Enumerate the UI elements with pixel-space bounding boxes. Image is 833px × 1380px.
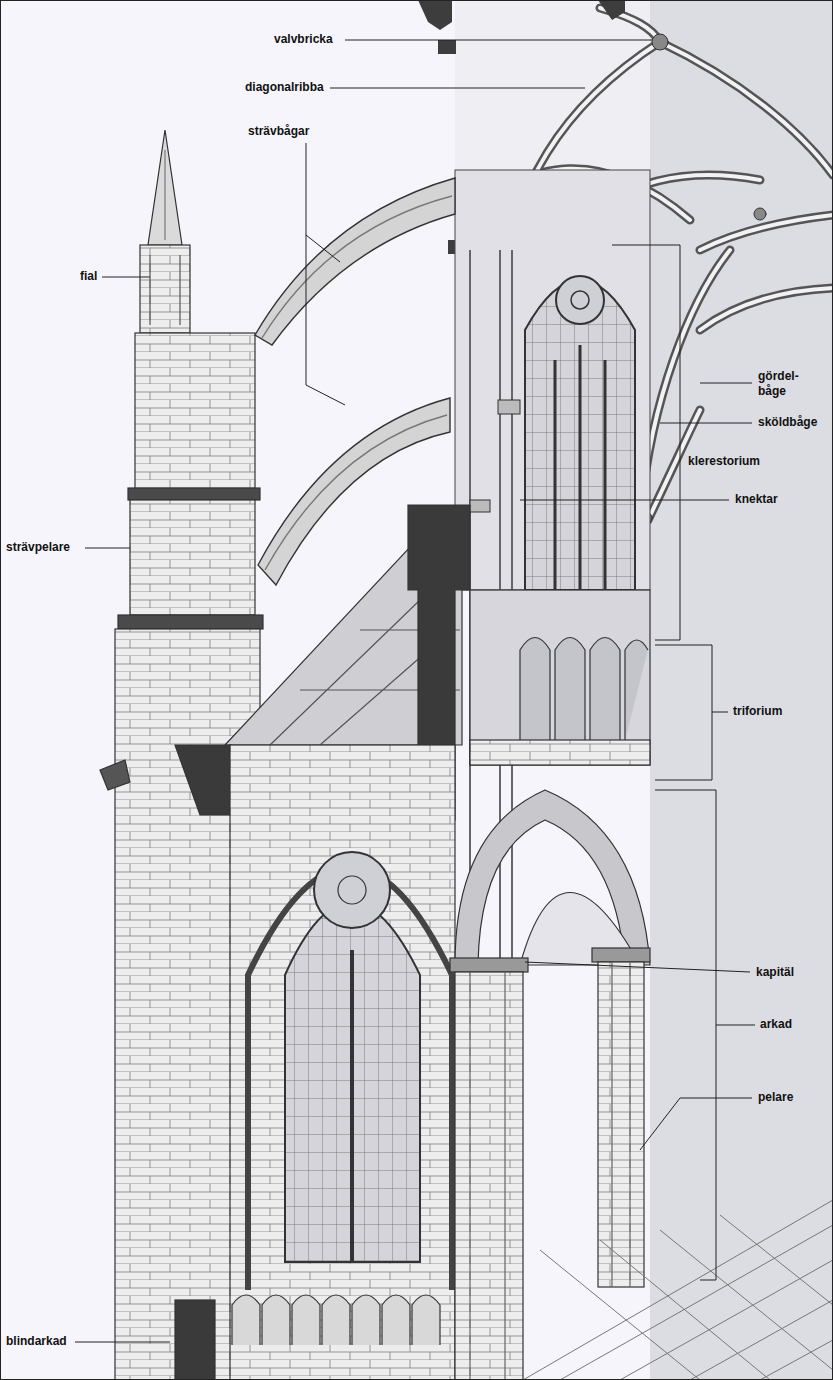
nave-arcade: [450, 790, 650, 1380]
leader-lines: [75, 40, 755, 1342]
part-label: kapitäl: [754, 965, 796, 980]
aisle-wall: [175, 745, 455, 1380]
part-label: arkad: [758, 1017, 794, 1032]
part-label: gördel- båge: [756, 369, 816, 399]
part-label: knektar: [733, 492, 780, 507]
part-label: strävpelare: [4, 540, 72, 555]
part-label: valvbricka: [272, 32, 335, 47]
part-label: strävbågar: [246, 124, 311, 139]
part-label: diagonalribba: [243, 80, 326, 95]
part-label: blindarkad: [4, 1334, 69, 1349]
part-label: klerestorium: [686, 454, 762, 469]
floor-tiles: [523, 1200, 833, 1380]
part-label: sköldbåge: [756, 415, 819, 430]
triforium-gallery: [470, 590, 650, 765]
part-label: triforium: [731, 704, 784, 719]
part-label: pelare: [756, 1090, 795, 1105]
part-label: fial: [78, 269, 99, 284]
